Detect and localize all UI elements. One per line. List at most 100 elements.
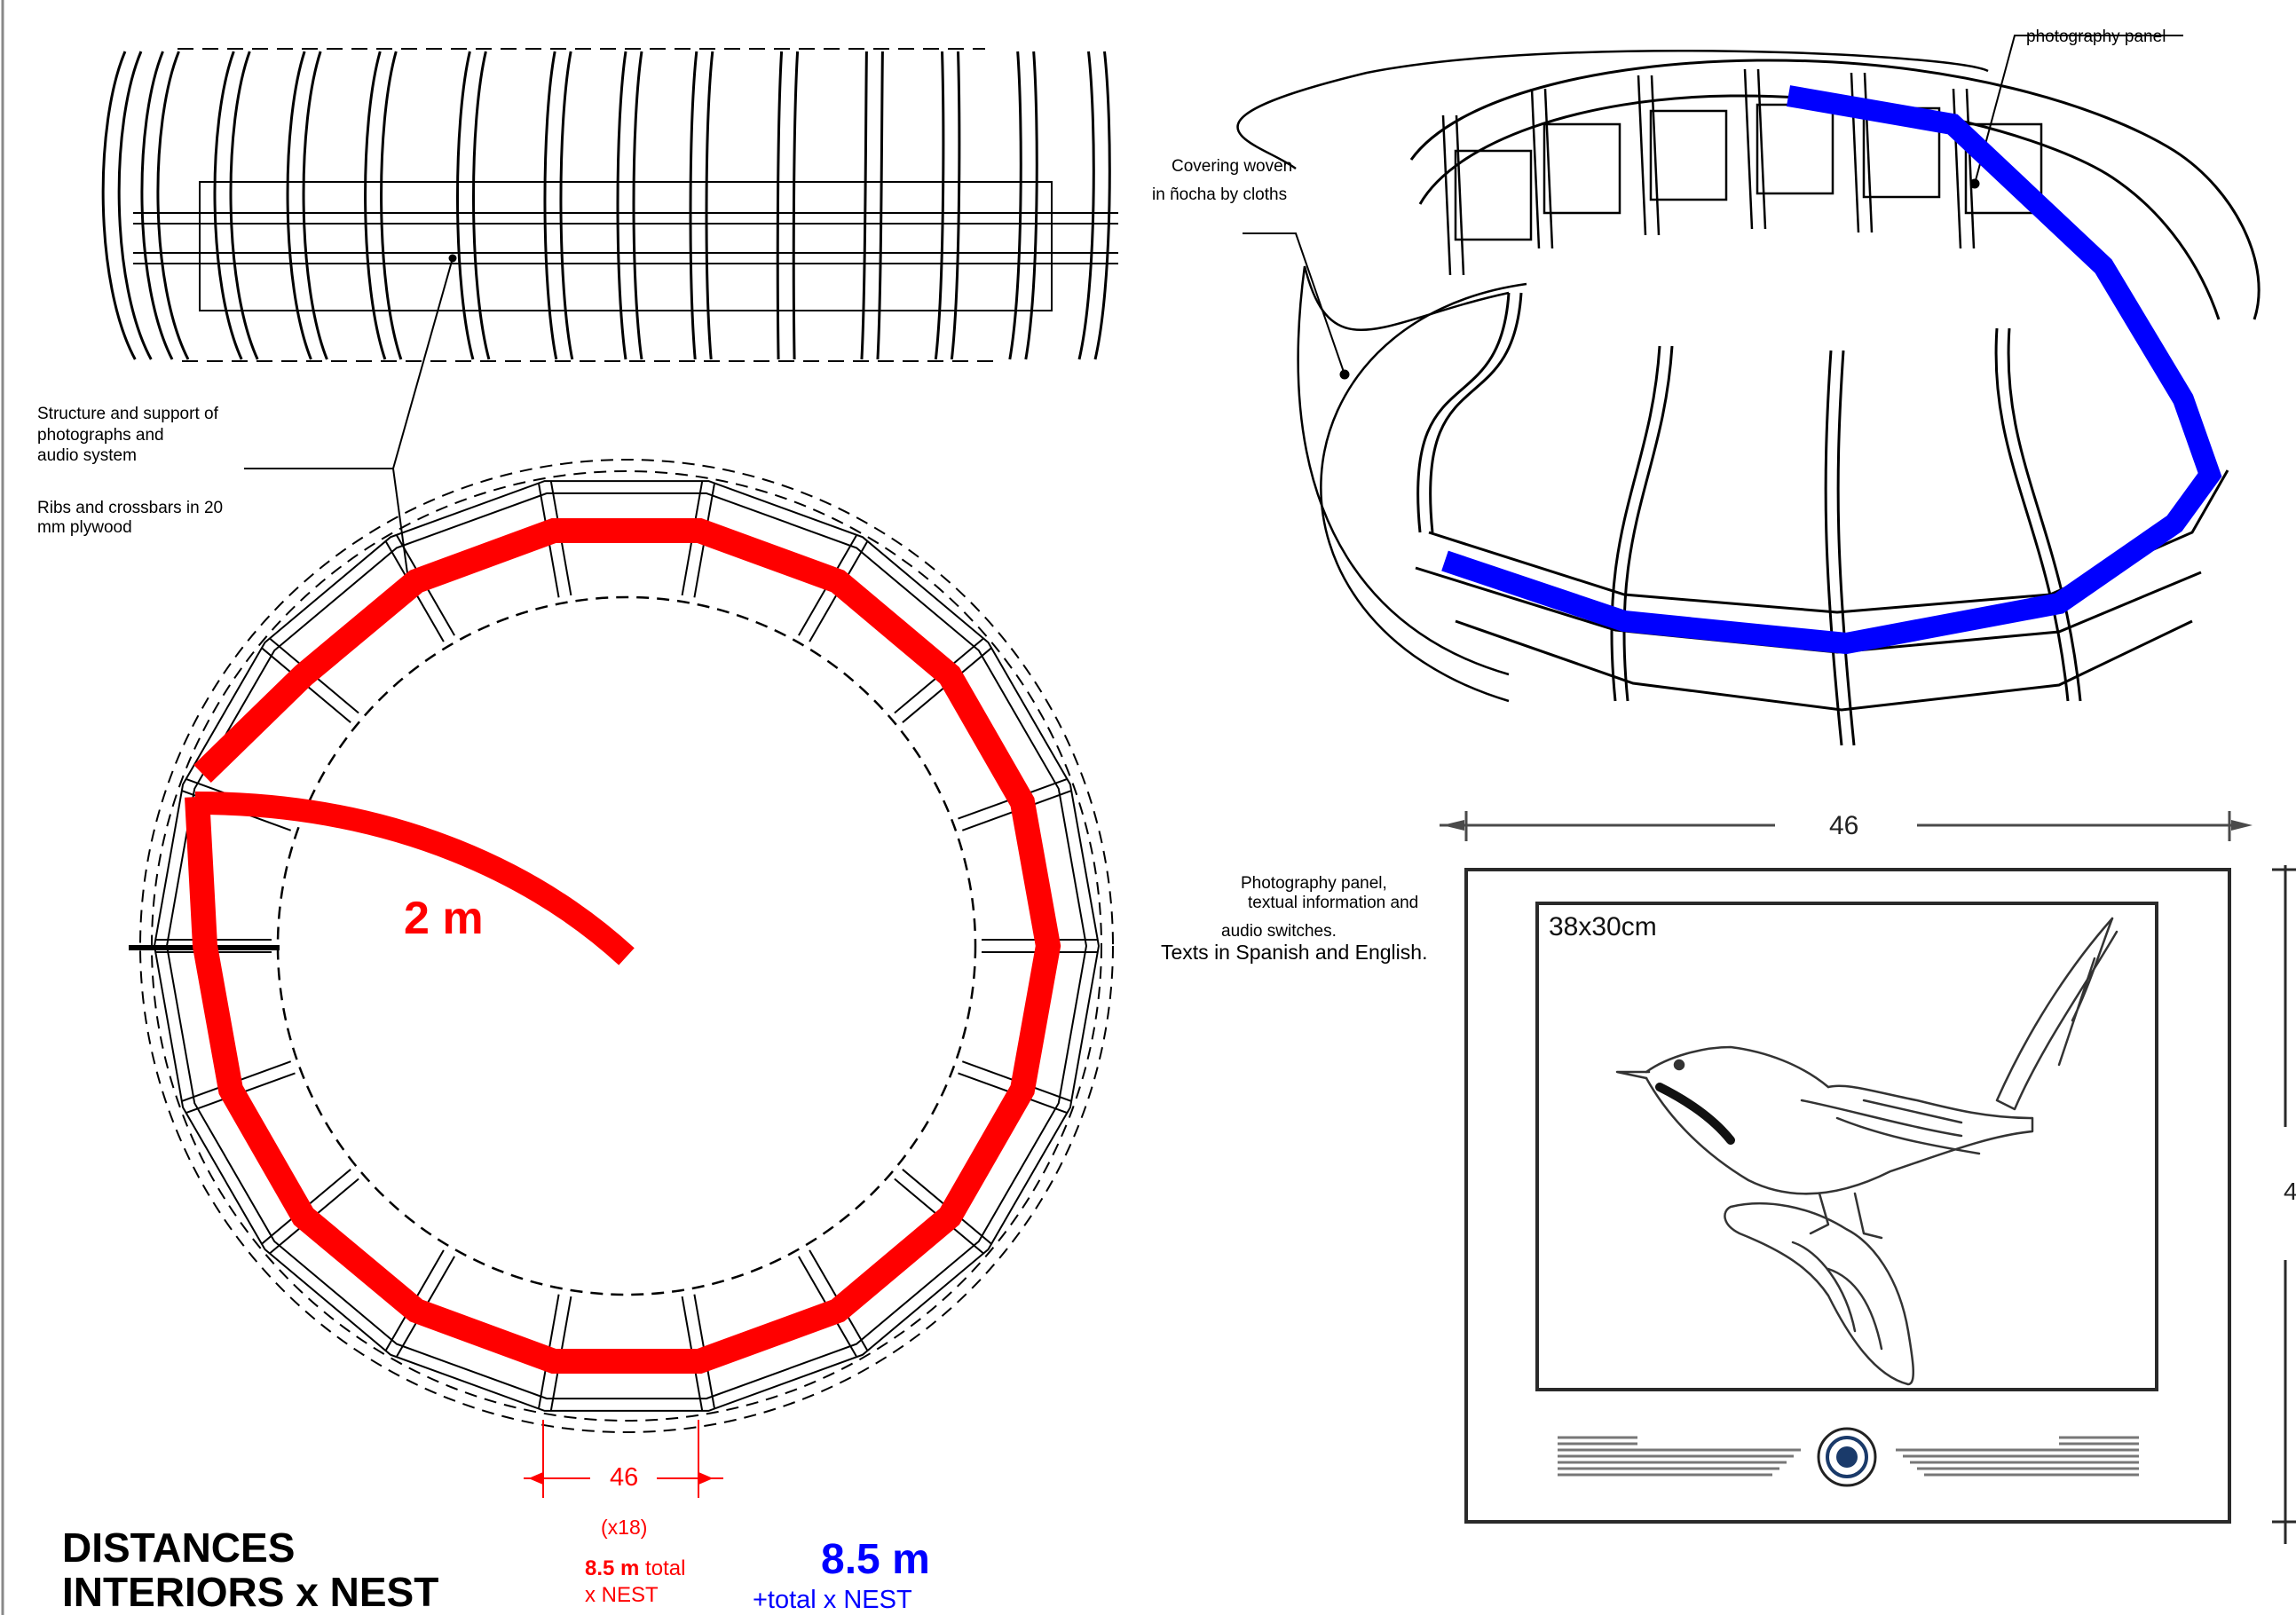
elevation-rib bbox=[1077, 51, 1095, 360]
elevation-rib bbox=[616, 51, 627, 360]
plan-inner-dashed bbox=[276, 595, 977, 1296]
red-total-suffix: total bbox=[645, 1556, 686, 1580]
panel-width-label: 46 bbox=[1829, 811, 1859, 840]
radius-label: 2 m bbox=[404, 893, 484, 944]
base-ring-bottom bbox=[1455, 619, 2193, 712]
elevation-rib bbox=[229, 51, 259, 360]
perspective-rib bbox=[1429, 292, 1523, 533]
panel-text-english bbox=[1896, 1436, 2139, 1477]
bird-eye bbox=[1673, 1059, 1685, 1071]
bird-beak bbox=[1615, 1070, 1651, 1080]
structure-label-line2: photographs and bbox=[37, 426, 164, 445]
panel-info-line2: textual information and bbox=[1248, 894, 1419, 912]
elevation-rib bbox=[456, 51, 475, 360]
interior-distance-path-red bbox=[185, 518, 1061, 1374]
elevation-rib bbox=[472, 51, 491, 360]
ribs-label-line1: Ribs and crossbars in 20 bbox=[37, 499, 224, 517]
photo-panel-elevation bbox=[1440, 811, 2296, 1544]
structure-label-line3: audio system bbox=[37, 446, 137, 465]
perspective-ribs bbox=[1416, 292, 2082, 746]
elevation-rib bbox=[950, 51, 961, 360]
perspective-rib bbox=[1622, 345, 1674, 702]
ribs-label-line2: mm plywood bbox=[37, 518, 132, 537]
elevation-rib bbox=[934, 51, 945, 360]
perspective-window-rib bbox=[1637, 75, 1647, 236]
elevation-view bbox=[101, 48, 1118, 362]
perspective-window-rib bbox=[1952, 88, 1962, 249]
plan-outer-polygon bbox=[153, 480, 1101, 1412]
radius-arc-red bbox=[194, 792, 635, 965]
rib-spacing-dimension bbox=[524, 1420, 723, 1498]
perspective-rib bbox=[1610, 345, 1661, 702]
perspective-window-rib bbox=[1455, 114, 1465, 276]
elevation-rib bbox=[117, 51, 153, 360]
perspective-window-rib bbox=[1965, 88, 1976, 249]
covering-label-line1: Covering woven bbox=[1172, 157, 1293, 176]
heading-line2: INTERIORS x NEST bbox=[62, 1569, 439, 1615]
panel-info-line4: Texts in Spanish and English. bbox=[1161, 941, 1428, 964]
elevation-inner-panel bbox=[199, 181, 1053, 311]
covering-label-line2: in ñocha by cloths bbox=[1152, 185, 1288, 204]
panel-info-line1: Photography panel, bbox=[1241, 874, 1387, 893]
plan-outer-polygon-2 bbox=[165, 492, 1088, 1400]
structure-leader bbox=[244, 257, 454, 594]
ring-top-inner bbox=[1418, 94, 2221, 320]
audio-switch-core bbox=[1836, 1446, 1858, 1468]
elevation-rib bbox=[380, 51, 403, 360]
bird-head bbox=[1645, 1045, 1830, 1089]
perspective-window bbox=[1454, 149, 1533, 241]
structure-label-line1: Structure and support of bbox=[37, 405, 218, 423]
heading-line1: DISTANCES bbox=[62, 1524, 296, 1571]
elevation-rib bbox=[213, 51, 243, 360]
rib-count-label: (x18) bbox=[601, 1516, 648, 1539]
elevation-rib bbox=[101, 51, 137, 360]
base-ring-top bbox=[1428, 469, 2229, 614]
audio-switch-mid bbox=[1826, 1436, 1868, 1478]
photo-panel-label: photography panel bbox=[2026, 28, 2166, 46]
perspective-rib bbox=[1824, 350, 1843, 746]
panel-text-spanish bbox=[1558, 1436, 1801, 1477]
perspective-window-rib bbox=[1743, 68, 1754, 230]
red-total-line2: x NEST bbox=[585, 1583, 659, 1607]
perspective-window-rib bbox=[1543, 88, 1554, 249]
photo-size-label: 38x30cm bbox=[1549, 912, 1657, 941]
perspective-rib bbox=[1994, 327, 2070, 702]
elevation-rib bbox=[286, 51, 312, 360]
elevation-rib bbox=[776, 51, 784, 360]
blue-total-value: 8.5 m bbox=[821, 1536, 930, 1583]
red-total-value: 8.5 m bbox=[585, 1556, 640, 1580]
perspective-window-rib bbox=[1530, 88, 1541, 249]
perspective-rib bbox=[1416, 292, 1511, 533]
elevation-rib bbox=[140, 51, 174, 360]
elevation-ribs bbox=[101, 51, 1111, 360]
perspective-window bbox=[1756, 103, 1834, 195]
elevation-rib bbox=[705, 51, 714, 360]
perspective-window-rib bbox=[1756, 68, 1767, 230]
elevation-rib bbox=[632, 51, 643, 360]
bird-legs bbox=[1809, 1192, 1883, 1240]
audio-switch-outer bbox=[1817, 1427, 1877, 1487]
covering-ellipse-left bbox=[1320, 282, 1527, 703]
elevation-rib bbox=[302, 51, 328, 360]
panel-outer-frame bbox=[1464, 868, 2231, 1524]
panel-dim-arrow-right bbox=[2231, 820, 2253, 831]
elevation-rib bbox=[1008, 51, 1022, 360]
perspective-leaders bbox=[1243, 35, 2183, 375]
elevation-rib bbox=[860, 51, 868, 360]
side-dimension-label: 4 bbox=[2284, 1178, 2296, 1205]
panel-photo-frame bbox=[1535, 902, 2158, 1391]
perspective-photo-windows bbox=[1441, 68, 2043, 276]
bird-throat bbox=[1655, 1083, 1735, 1145]
interior-distance-path-blue bbox=[1441, 85, 2222, 655]
perspective-rib bbox=[2007, 327, 2082, 702]
plan-outer-dashed-1 bbox=[139, 459, 1114, 1433]
perspective-window-rib bbox=[1650, 75, 1661, 236]
red-total: 8.5 m total bbox=[585, 1556, 685, 1581]
perspective-rib bbox=[1836, 350, 1856, 746]
bird-body bbox=[1645, 1076, 2034, 1195]
elevation-rib bbox=[876, 51, 884, 360]
panel-info-line3: audio switches. bbox=[1221, 922, 1337, 941]
panel-dim-arrow-left bbox=[1442, 820, 1464, 831]
elevation-rib bbox=[543, 51, 558, 360]
